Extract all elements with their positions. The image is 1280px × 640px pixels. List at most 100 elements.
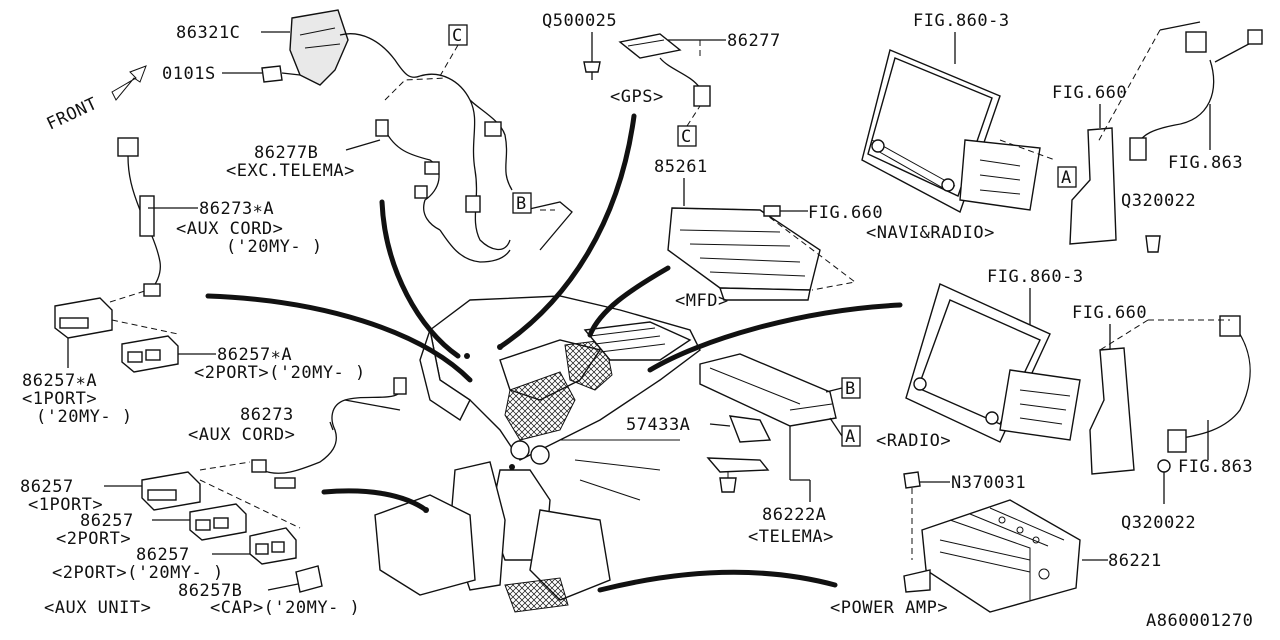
callout-Q320022-mid: Q320022 <box>1121 513 1196 533</box>
label-telema: <TELEMA> <box>748 527 834 547</box>
ref-box-c-gps: C <box>677 105 701 147</box>
gps-antenna <box>618 33 682 59</box>
note-86273-aux-cord: <AUX CORD> <box>188 425 295 445</box>
label-radio: <RADIO> <box>876 431 951 451</box>
screw-mfd-icon <box>763 205 781 217</box>
callout-N370031: N370031 <box>951 473 1026 493</box>
svg-text:C: C <box>452 26 463 46</box>
part-navi-radio-unit: FIG.860-3 FIG.660 FIG.863 Q320022 <NAVI&… <box>861 11 1263 253</box>
console-vent-hatch <box>504 371 576 441</box>
callout-0101S: 0101S <box>162 64 216 84</box>
part-86221-power-amp: N370031 86221 <POWER AMP> <box>830 471 1162 618</box>
part-86257-2port-20my: 86257 <2PORT>('20MY- ) <box>52 479 301 583</box>
part-86257-1port: 86257 <1PORT> <box>20 471 201 515</box>
callout-86222A: 86222A <box>762 505 826 525</box>
part-86257-2port: 86257 <2PORT> <box>56 503 247 549</box>
ref-box-a-telema: A <box>841 425 861 447</box>
part-86321C-cover <box>289 9 349 86</box>
screw-Q320022-top-icon <box>1145 235 1161 253</box>
floor-port-hatch <box>504 577 569 613</box>
screw-telema-icon <box>719 477 737 493</box>
callout-fig660-top: FIG.660 <box>1052 83 1127 103</box>
ref-box-c-top: C <box>439 24 468 77</box>
svg-text:C: C <box>681 127 692 147</box>
callout-86257-2port-20my: 86257 <box>136 545 190 565</box>
part-86257A-1port: 86257∗A <1PORT> ('20MY- ) <box>22 289 149 427</box>
aux-plug-icon <box>117 137 139 157</box>
callout-86221: 86221 <box>1108 551 1162 571</box>
navi-bracket <box>1069 127 1117 245</box>
seat-right <box>529 509 611 601</box>
callout-86273: 86273 <box>240 405 294 425</box>
telema-unit <box>699 353 837 427</box>
callout-Q320022-top: Q320022 <box>1121 191 1196 211</box>
part-86273A-aux-cord: 86273∗A <AUX CORD> ('20MY- ) <box>117 137 323 297</box>
ref-box-a-navi: A <box>1057 166 1077 188</box>
note-2port-20my: <2PORT>('20MY- ) <box>194 363 366 383</box>
part-85261-mfd: 85261 FIG.660 <MFD> <box>654 157 883 311</box>
drawing-number: A860001270 <box>1146 611 1253 631</box>
callout-fig660-mfd: FIG.660 <box>808 203 883 223</box>
callout-85261: 85261 <box>654 157 708 177</box>
callout-86277B: 86277B <box>254 143 318 163</box>
part-86321C-group: 86321C 0101S <box>162 9 421 86</box>
bolt-0101S-icon <box>261 65 283 83</box>
callout-fig860-3-mid: FIG.860-3 <box>987 267 1084 287</box>
part-86277-gps: Q500025 86277 <GPS> <box>542 11 781 107</box>
callout-86257B: 86257B <box>178 581 242 601</box>
screw-Q500025-icon <box>583 61 601 73</box>
note-86257-1port: <1PORT> <box>28 495 103 515</box>
note-86273A-aux-cord: <AUX CORD> <box>176 219 283 239</box>
label-aux-unit: <AUX UNIT> <box>44 598 151 618</box>
radio-bracket <box>1089 347 1135 475</box>
note-86257B-cap: <CAP>('20MY- ) <box>210 598 360 618</box>
callout-86257A-2port: 86257∗A <box>217 345 292 365</box>
part-86257B-cap: 86257B <CAP>('20MY- ) <box>178 565 360 618</box>
callout-fig660-mid: FIG.660 <box>1072 303 1147 323</box>
location-leader-curves <box>205 113 903 593</box>
seat-left <box>374 494 476 596</box>
callout-fig860-3-top: FIG.860-3 <box>913 11 1010 31</box>
note-1port-20my: ('20MY- ) <box>36 407 133 427</box>
part-86273-aux-cord: 86273 <AUX CORD> <box>188 377 407 489</box>
label-power-amp: <POWER AMP> <box>830 598 948 618</box>
note-1port: <1PORT> <box>22 389 97 409</box>
note-86257-2port-20my: <2PORT>('20MY- ) <box>52 563 224 583</box>
part-57433A-pad <box>728 415 772 443</box>
svg-text:B: B <box>516 194 527 214</box>
callout-86321C: 86321C <box>176 23 240 43</box>
note-exc-telema: <EXC.TELEMA> <box>226 161 355 181</box>
note-86257-2port: <2PORT> <box>56 529 131 549</box>
svg-text:A: A <box>1061 168 1072 188</box>
part-86222A-telema: 57433A 86222A <TELEMA> <box>626 353 843 547</box>
ref-box-b-harness: B <box>512 192 532 214</box>
callout-86277: 86277 <box>727 31 781 51</box>
mfd-unit <box>667 207 821 291</box>
power-amp-unit <box>921 499 1081 613</box>
callout-fig863-mid: FIG.863 <box>1178 457 1253 477</box>
svg-text:A: A <box>845 427 856 447</box>
label-mfd: <MFD> <box>675 291 729 311</box>
callout-86257-2port: 86257 <box>80 511 134 531</box>
front-label: FRONT <box>44 94 101 135</box>
screw-Q320022-mid-icon <box>1157 459 1171 473</box>
callout-fig863-top: FIG.863 <box>1168 153 1243 173</box>
callout-86273A: 86273∗A <box>199 199 274 219</box>
callout-57433A: 57433A <box>626 415 690 435</box>
label-gps: <GPS> <box>610 87 664 107</box>
ref-box-b-telema: B <box>841 377 861 399</box>
part-86277B-harness: 86277B <EXC.TELEMA> <box>226 73 573 263</box>
callout-86257-1port: 86257 <box>20 477 74 497</box>
svg-text:B: B <box>845 379 856 399</box>
callout-Q500025: Q500025 <box>542 11 617 31</box>
callout-86257A-1port: 86257∗A <box>22 371 97 391</box>
part-radio-unit: FIG.860-3 FIG.660 FIG.863 Q320022 <RADIO… <box>876 267 1253 533</box>
note-86273A-20my: ('20MY- ) <box>226 237 323 257</box>
part-86257A-2port: 86257∗A <2PORT>('20MY- ) <box>111 319 366 383</box>
nut-N370031-icon <box>903 471 921 489</box>
front-arrow-icon <box>111 65 147 101</box>
center-console-illustration <box>374 295 701 613</box>
label-navi-radio: <NAVI&RADIO> <box>866 223 995 243</box>
